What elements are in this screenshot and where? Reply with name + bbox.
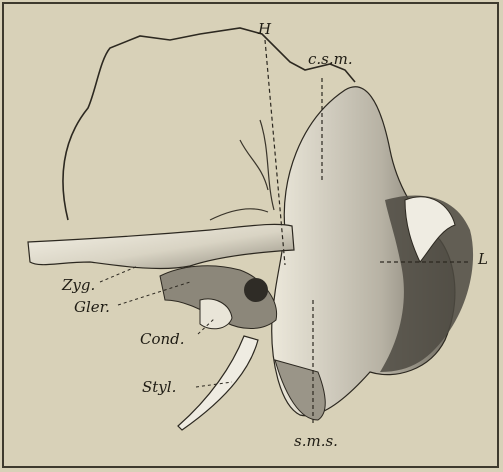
plate-border — [2, 2, 499, 468]
label-H: H — [258, 22, 271, 37]
label-gler: Gler. — [74, 300, 110, 315]
label-styl: Styl. — [142, 380, 176, 395]
label-sms: s.m.s. — [294, 434, 338, 449]
label-zyg: Zyg. — [62, 278, 95, 293]
label-cond: Cond. — [140, 332, 185, 347]
label-csm: c.s.m. — [308, 52, 353, 67]
label-L: L — [478, 252, 488, 267]
